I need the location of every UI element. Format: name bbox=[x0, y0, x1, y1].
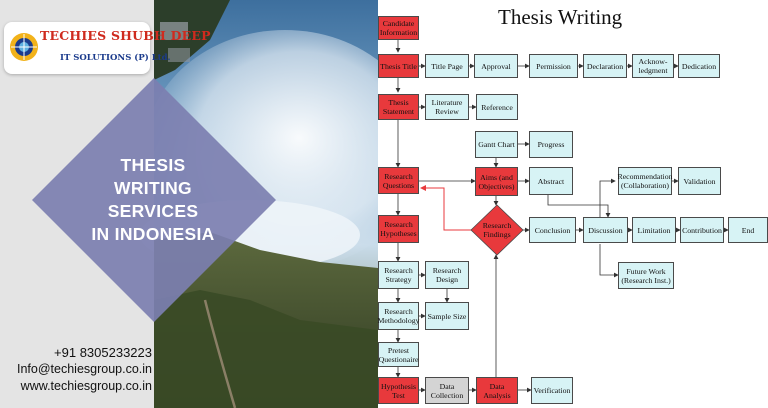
node-abstract: Abstract bbox=[529, 167, 573, 195]
gear-globe-icon bbox=[10, 33, 38, 61]
node-data-analysis: Data Analysis bbox=[476, 377, 518, 404]
node-research-strategy: Research Strategy bbox=[378, 261, 419, 289]
node-verification: Verification bbox=[531, 377, 573, 404]
company-logo[interactable]: TECHIES SHUBH DEEP IT SOLUTIONS (P) Ltd. bbox=[4, 22, 211, 74]
node-contribution: Contribution bbox=[680, 217, 724, 243]
banner-headline: THESIS WRITING SERVICES IN INDONESIA bbox=[70, 154, 236, 246]
node-declaration: Declaration bbox=[583, 54, 627, 78]
node-research-methodology: Research Methodology bbox=[378, 302, 420, 330]
banner-line-4: IN INDONESIA bbox=[91, 224, 215, 244]
thesis-flow-diagram: Thesis Writing bbox=[378, 0, 768, 408]
node-pretest-questionnaire: Pretest Questionaire bbox=[378, 342, 419, 367]
node-research-questions: Research Questions bbox=[378, 167, 419, 194]
contact-website[interactable]: www.techiesgroup.co.in bbox=[20, 379, 152, 393]
node-literature-review: Literature Review bbox=[425, 94, 469, 120]
banner-line-3: SERVICES bbox=[107, 201, 199, 221]
connector-lines bbox=[395, 40, 729, 393]
node-acknowledgment: Acknow- ledgment bbox=[632, 54, 674, 78]
node-thesis-statement: Thesis Statement bbox=[378, 94, 419, 120]
findings-diamond-shape bbox=[470, 204, 524, 256]
node-validation: Validation bbox=[678, 167, 721, 195]
contact-email[interactable]: Info@techiesgroup.co.in bbox=[17, 362, 152, 376]
node-hypothesis-test: Hypothesis Test bbox=[378, 377, 419, 404]
node-future-work: Future Work (Research Inst.) bbox=[618, 262, 674, 289]
node-discussion: Discussion bbox=[583, 217, 628, 243]
node-research-findings: Research Findings bbox=[482, 221, 512, 239]
promo-panel: TECHIES SHUBH DEEP IT SOLUTIONS (P) Ltd.… bbox=[0, 0, 378, 408]
logo-name: TECHIES SHUBH DEEP bbox=[40, 28, 211, 43]
banner-line-2: WRITING bbox=[114, 178, 192, 198]
node-recommendation: Recommendation (Collaboration) bbox=[618, 167, 673, 195]
node-title-page: Title Page bbox=[425, 54, 469, 78]
banner-line-1: THESIS bbox=[120, 155, 186, 175]
node-end: End bbox=[728, 217, 768, 243]
node-gantt-chart: Gantt Chart bbox=[475, 131, 518, 158]
node-conclusion: Conclusion bbox=[529, 217, 576, 243]
node-permission: Permission bbox=[529, 54, 578, 78]
node-data-collection: Data Collection bbox=[425, 377, 469, 404]
banner-diamond bbox=[32, 78, 276, 322]
node-candidate-information: Candidate Information bbox=[378, 16, 419, 40]
node-limitation: Limitation bbox=[632, 217, 676, 243]
node-thesis-title: Thesis Title bbox=[378, 54, 419, 78]
node-sample-size: Sample Size bbox=[425, 302, 469, 330]
node-reference: Reference bbox=[476, 94, 518, 120]
node-progress: Progress bbox=[529, 131, 573, 158]
node-research-design: Research Design bbox=[425, 261, 469, 289]
contact-phone[interactable]: +91 8305233223 bbox=[54, 345, 152, 360]
logo-subtitle: IT SOLUTIONS (P) Ltd. bbox=[60, 53, 171, 63]
node-research-hypotheses: Research Hypotheses bbox=[378, 215, 419, 243]
diagram-title: Thesis Writing bbox=[498, 5, 623, 29]
node-approval: Approval bbox=[474, 54, 518, 78]
node-aims-objectives: Aims (and Objectives) bbox=[475, 167, 518, 196]
node-dedication: Dedication bbox=[678, 54, 720, 78]
